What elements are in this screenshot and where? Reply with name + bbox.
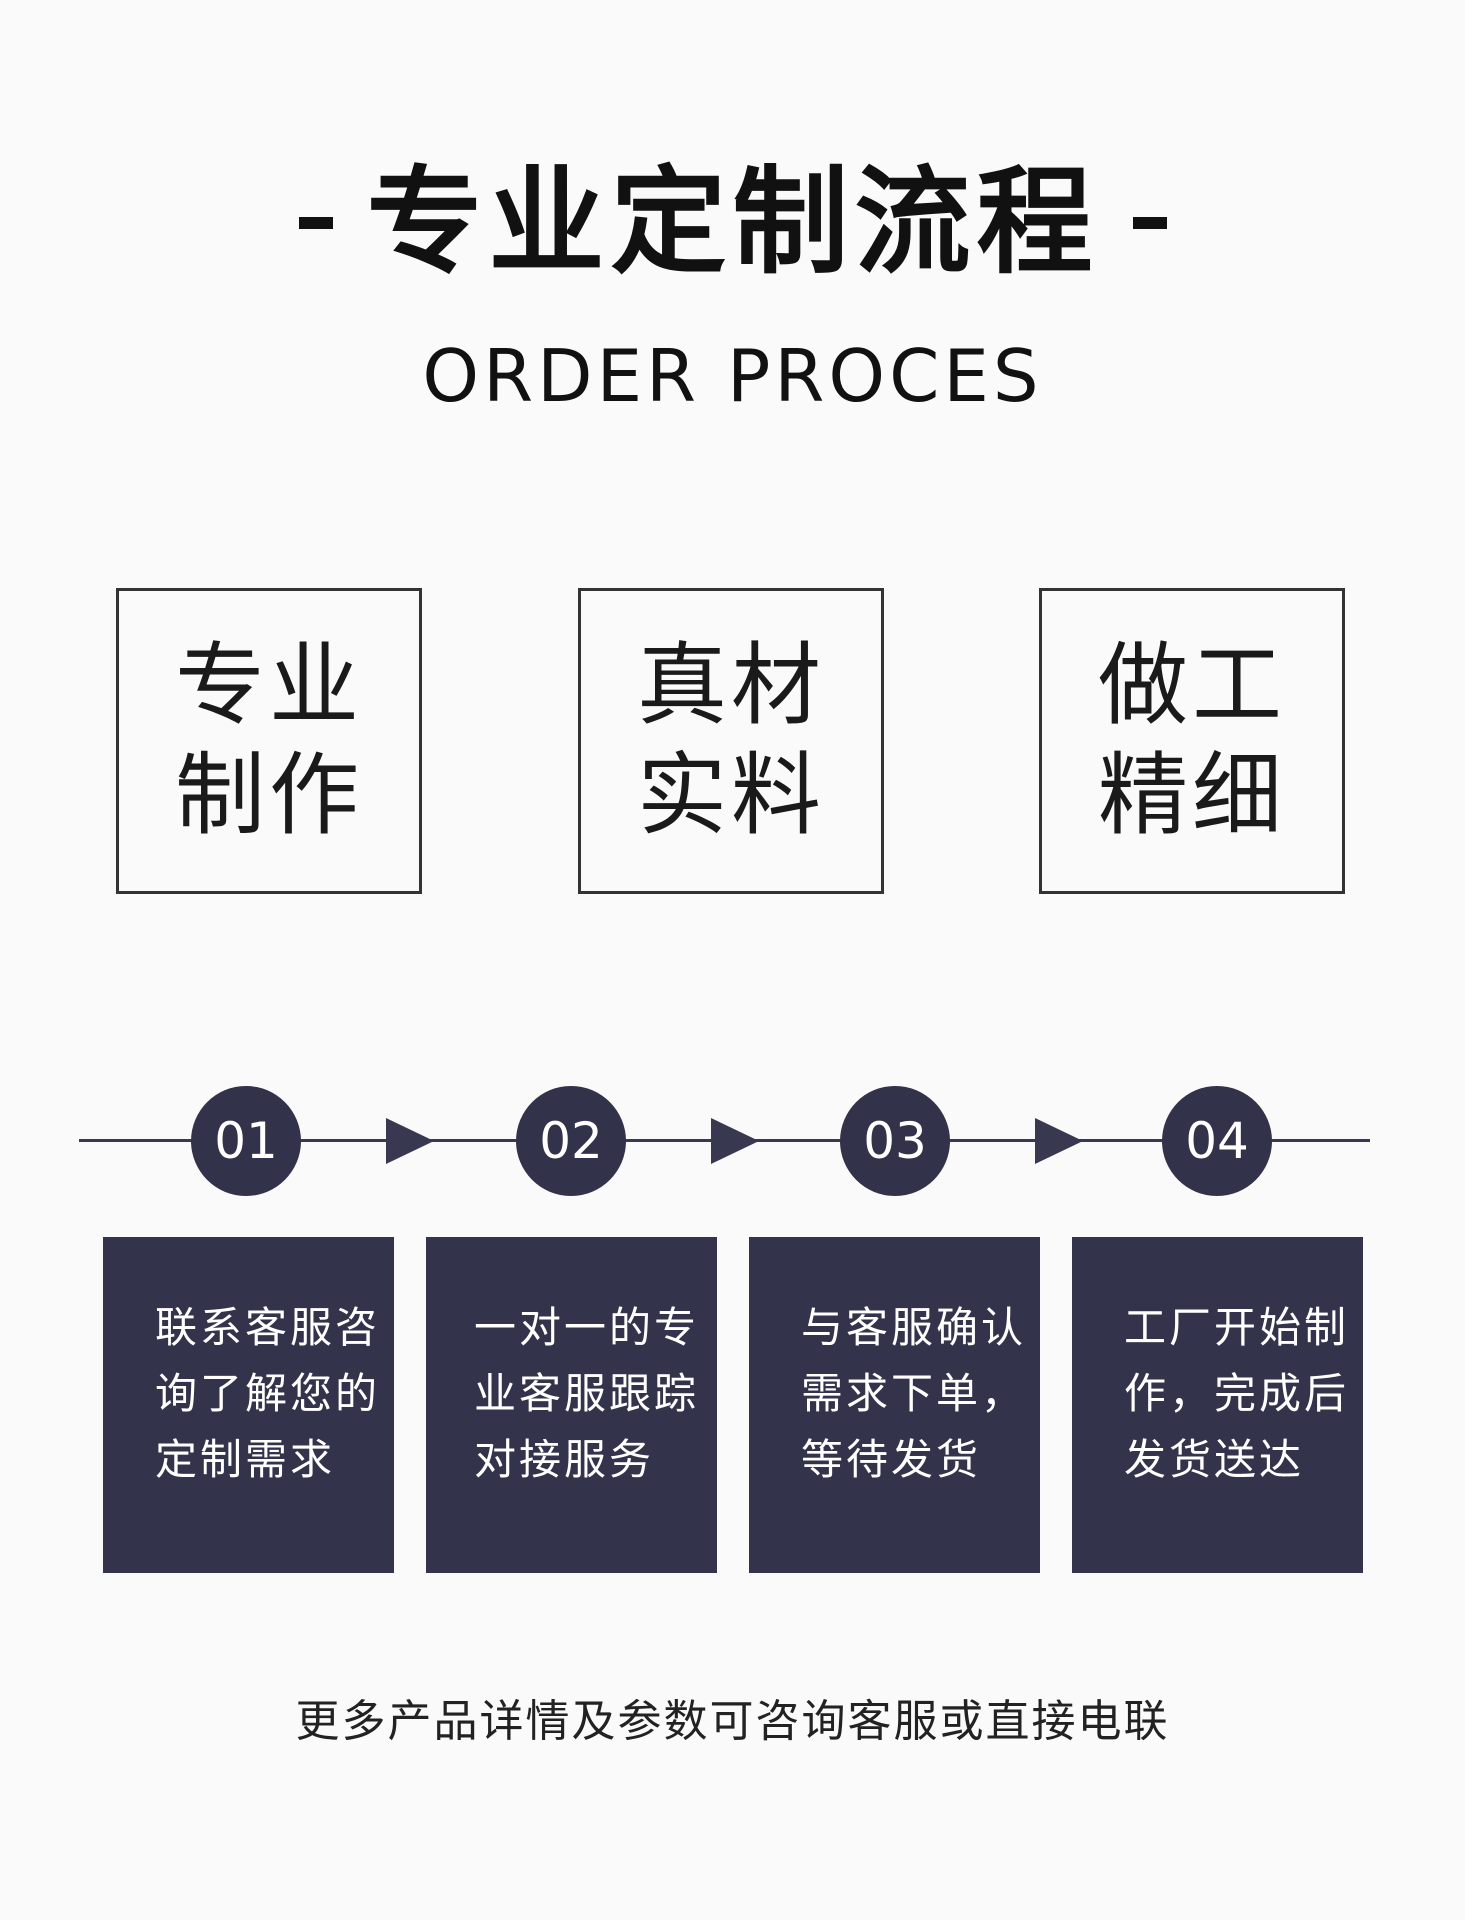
step-card-text: 需求下单， [801, 1369, 1027, 1418]
feature-line: 专业 [175, 633, 363, 738]
step-card-2: 一对一的专 业客服跟踪 对接服务 [426, 1237, 717, 1573]
arrow-right-icon [711, 1118, 759, 1164]
step-card-4: 工厂开始制 作，完成后 发货送达 [1072, 1237, 1363, 1573]
feature-line: 精细 [1098, 743, 1286, 848]
step-card-text: 作，完成后 [1124, 1369, 1350, 1418]
title-left-dash [298, 217, 333, 229]
step-number-badge: 04 [1162, 1086, 1272, 1196]
arrow-right-icon [1035, 1118, 1083, 1164]
step-card-text: 发货送达 [1124, 1435, 1305, 1484]
feature-box-2: 真材 实料 [578, 588, 884, 894]
step-card-text: 工厂开始制 [1124, 1303, 1350, 1352]
arrow-right-icon [386, 1118, 434, 1164]
step-card-text: 一对一的专 [474, 1303, 700, 1352]
step-card-1: 联系客服咨 询了解您的 定制需求 [103, 1237, 394, 1573]
footer-note: 更多产品详情及参数可咨询客服或直接电联 [295, 1696, 1170, 1747]
step-card-text: 业客服跟踪 [474, 1369, 700, 1418]
step-number-badge: 02 [516, 1086, 626, 1196]
feature-box-1: 专业 制作 [116, 588, 422, 894]
title-right-dash [1132, 217, 1167, 229]
feature-line: 制作 [175, 743, 363, 848]
step-card-text: 对接服务 [474, 1435, 655, 1484]
step-card-3: 与客服确认 需求下单， 等待发货 [749, 1237, 1040, 1573]
step-card-text: 联系客服咨 [155, 1303, 381, 1352]
step-card-text: 定制需求 [155, 1435, 336, 1484]
step-card-text: 与客服确认 [801, 1303, 1027, 1352]
feature-box-3: 做工 精细 [1039, 588, 1345, 894]
feature-line: 实料 [637, 743, 825, 848]
page-title-row: 专业定制流程 [0, 165, 1465, 281]
step-number-badge: 01 [191, 1086, 301, 1196]
step-number-badge: 03 [840, 1086, 950, 1196]
page-title: 专业定制流程 [366, 155, 1099, 290]
page-subtitle: ORDER PROCES [422, 334, 1043, 418]
step-card-text: 询了解您的 [155, 1369, 381, 1418]
feature-line: 真材 [637, 633, 825, 738]
step-card-text: 等待发货 [801, 1435, 982, 1484]
feature-line: 做工 [1098, 633, 1286, 738]
